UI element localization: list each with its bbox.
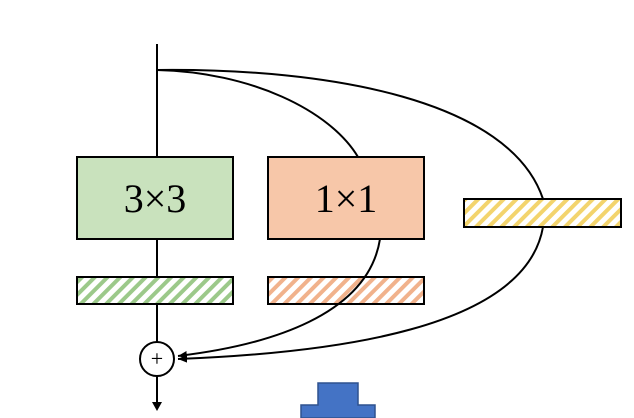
branch-to-identity xyxy=(156,68,544,200)
identity-to-sum-curve xyxy=(177,226,544,363)
conv3x3-block xyxy=(76,156,234,240)
conv3x3-label: 3×3 xyxy=(124,176,187,221)
output-arrowhead xyxy=(152,402,162,411)
branch-to-1x1 xyxy=(156,69,359,158)
conv1x1-label: 1×1 xyxy=(315,176,378,221)
conv1x1-bn-bar xyxy=(267,276,425,305)
conv1x1-to-sum-curve xyxy=(177,238,381,359)
transform-arrow-icon xyxy=(300,382,376,418)
conv3x3-bn-bar xyxy=(76,276,234,305)
conv1x1-block xyxy=(267,156,425,240)
sum-symbol: + xyxy=(151,346,163,371)
identity-bn-bar xyxy=(463,198,622,228)
